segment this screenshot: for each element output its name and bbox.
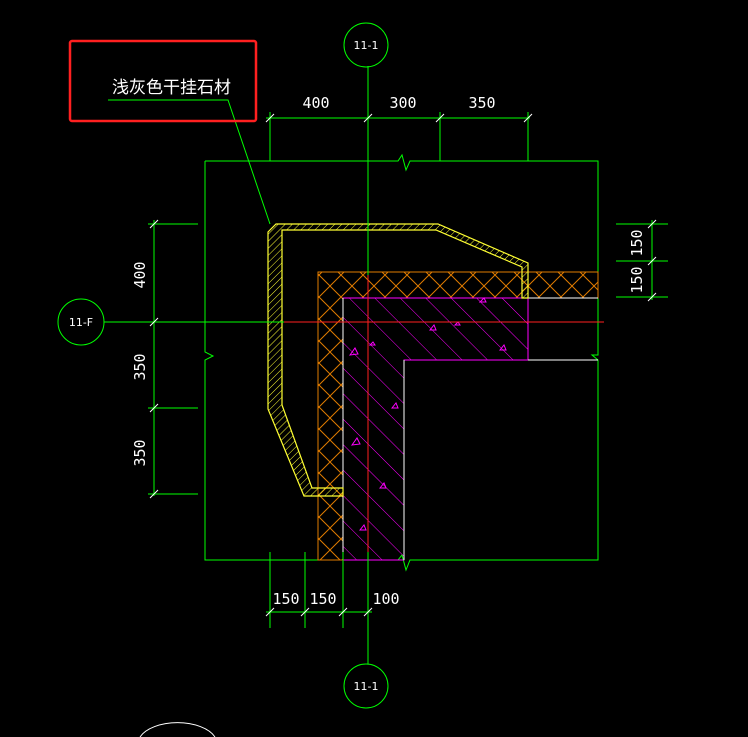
material-label: 浅灰色干挂石材 <box>112 78 231 98</box>
axis-bubble-top <box>343 22 389 68</box>
dim-left-3: 350 <box>131 439 149 466</box>
dim-top-3: 350 <box>468 94 495 112</box>
dim-top-2: 300 <box>389 94 416 112</box>
dim-right-2: 150 <box>628 266 646 293</box>
dim-top-1: 400 <box>302 94 329 112</box>
dim-left-1: 400 <box>131 261 149 288</box>
dimension-right <box>616 219 668 302</box>
dim-bottom-2: 150 <box>309 590 336 608</box>
stone-cladding <box>267 223 529 497</box>
axis-label-left: 11-F <box>69 316 93 329</box>
dim-right-1: 150 <box>628 229 646 256</box>
dimension-top <box>265 112 533 161</box>
aggregate-marks <box>348 297 507 531</box>
axis-label-top: 11-1 <box>354 39 379 52</box>
dimension-bottom <box>265 552 373 628</box>
section-outline <box>204 153 599 572</box>
dim-bottom-3: 100 <box>372 590 399 608</box>
cropped-circle <box>139 722 216 737</box>
wall-extension <box>342 297 598 560</box>
concrete-structure <box>342 297 529 561</box>
axis-bubble-left <box>57 298 105 346</box>
axis-label-bottom: 11-1 <box>354 680 379 693</box>
highlight-box <box>68 39 258 123</box>
dim-bottom-1: 150 <box>272 590 299 608</box>
axis-bubble-bottom <box>343 663 389 709</box>
dim-left-2: 350 <box>131 353 149 380</box>
dimension-left <box>148 219 198 499</box>
label-leader <box>108 99 271 225</box>
